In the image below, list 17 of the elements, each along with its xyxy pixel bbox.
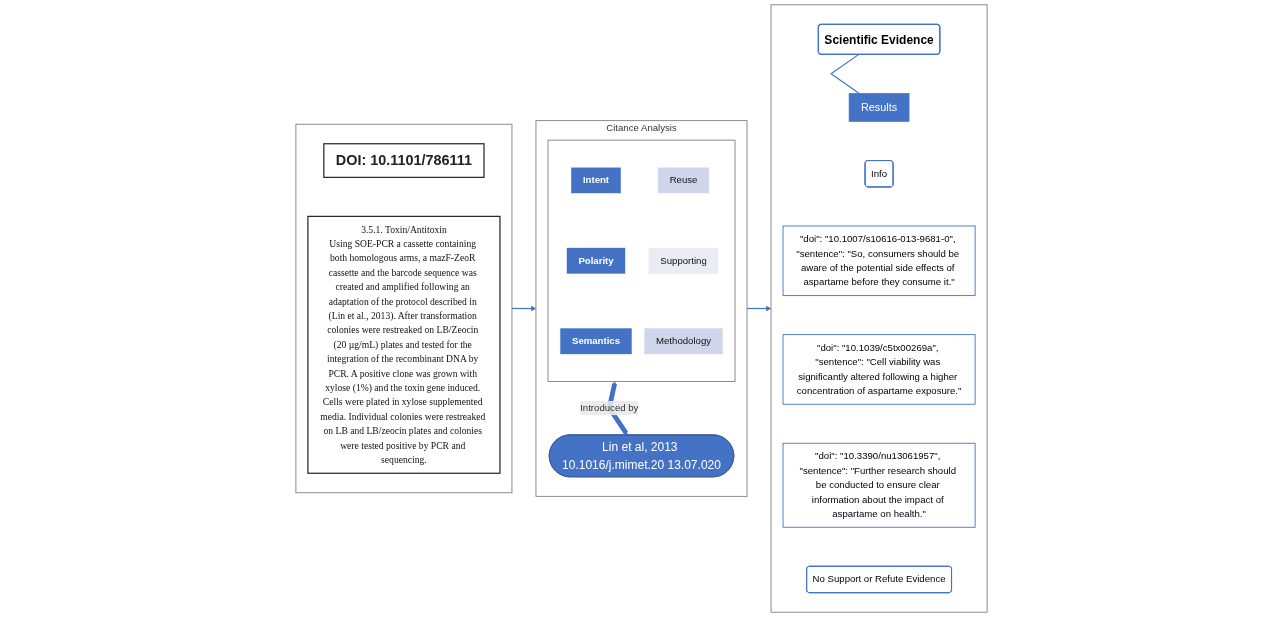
node-box: Results — [848, 93, 910, 122]
node-box: Polarity — [566, 247, 626, 275]
node-box: "doi": "10.3390/nu13061957", "sentence": "Further research should be conducted to ensure clear information about the impact of aspartame on health." — [782, 442, 976, 528]
arrow — [746, 305, 772, 312]
cluster — [547, 139, 736, 382]
cluster — [770, 4, 988, 613]
node-box: "doi": "10.1039/c5tx00269a", "sentence": "Cell viability was significantly altered following a higher concentration of aspartame exposure." — [782, 334, 976, 405]
node-box: DOI: 10.1101/786111 — [323, 143, 485, 178]
node-box: Semantics — [559, 327, 633, 355]
node-box: Reuse — [657, 166, 710, 194]
node-box: Methodology — [643, 327, 724, 355]
cluster — [295, 123, 513, 494]
arrow — [511, 305, 537, 312]
node-box: Intent — [570, 166, 622, 194]
edge-label: Introduced by — [580, 402, 639, 413]
node-box: "doi": "10.1007/s10616-013-9681-0", "sentence": "So, consumers should be aware of the potential side effects of aspartame before they consume it." — [782, 225, 976, 297]
node-box: 3.5.1. Toxin/Antitoxin Using SOE-PCR a cassette containing both homologous arms, a mazF-ZeoR cassette and the barcode sequence was created and amplified following an adaptation of the protocol described in (Lin et al., 2013). After transformation colonies were restreaked on LB/Zeocin (20 µg/mL) plates and tested for the integration of the recombinant DNA by PCR. A positive clone was grown with xylose (1%) and the toxin gene induced. Cells were plated in xylose supplemented media. Individual colonies were restreaked on LB and LB/zeocin plates and colonies were tested positive by PCR and sequencing. — [307, 215, 501, 474]
